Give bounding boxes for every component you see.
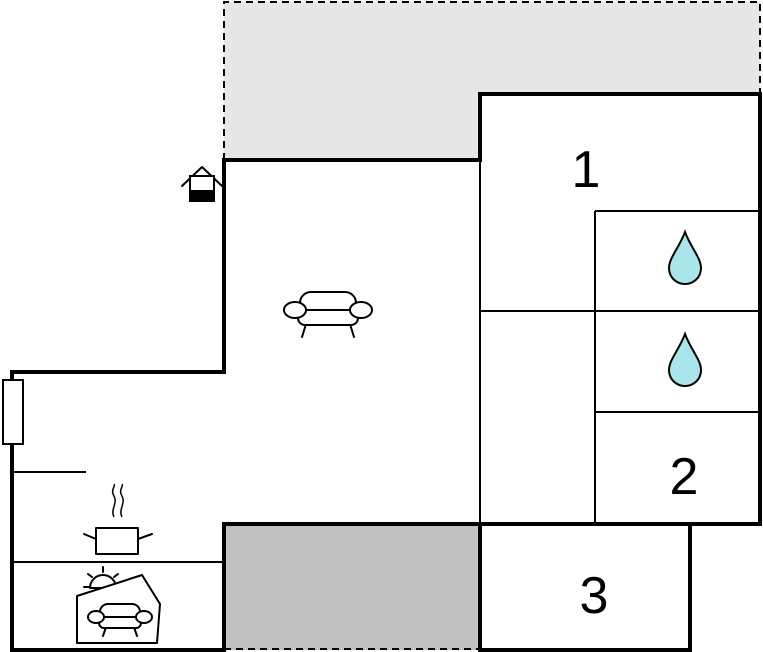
sun-sofa-icon — [76, 566, 161, 644]
terrace-area — [224, 2, 760, 160]
window — [2, 379, 24, 445]
water-drop-icon — [667, 331, 703, 388]
cooking-pot-icon — [83, 483, 153, 555]
exterior-walls — [10, 92, 762, 652]
house-entrance-icon — [181, 166, 223, 202]
room-label-1: 1 — [572, 141, 601, 199]
veranda-sofa-icon — [87, 603, 153, 637]
room-label-3: 3 — [580, 567, 609, 625]
interior-walls — [12, 160, 760, 563]
terrace-dashed-outline — [223, 1, 761, 160]
sofa-icon — [283, 291, 373, 338]
water-drop-icon — [667, 229, 703, 286]
room-label-2: 2 — [670, 448, 699, 506]
storage-area — [224, 524, 480, 650]
